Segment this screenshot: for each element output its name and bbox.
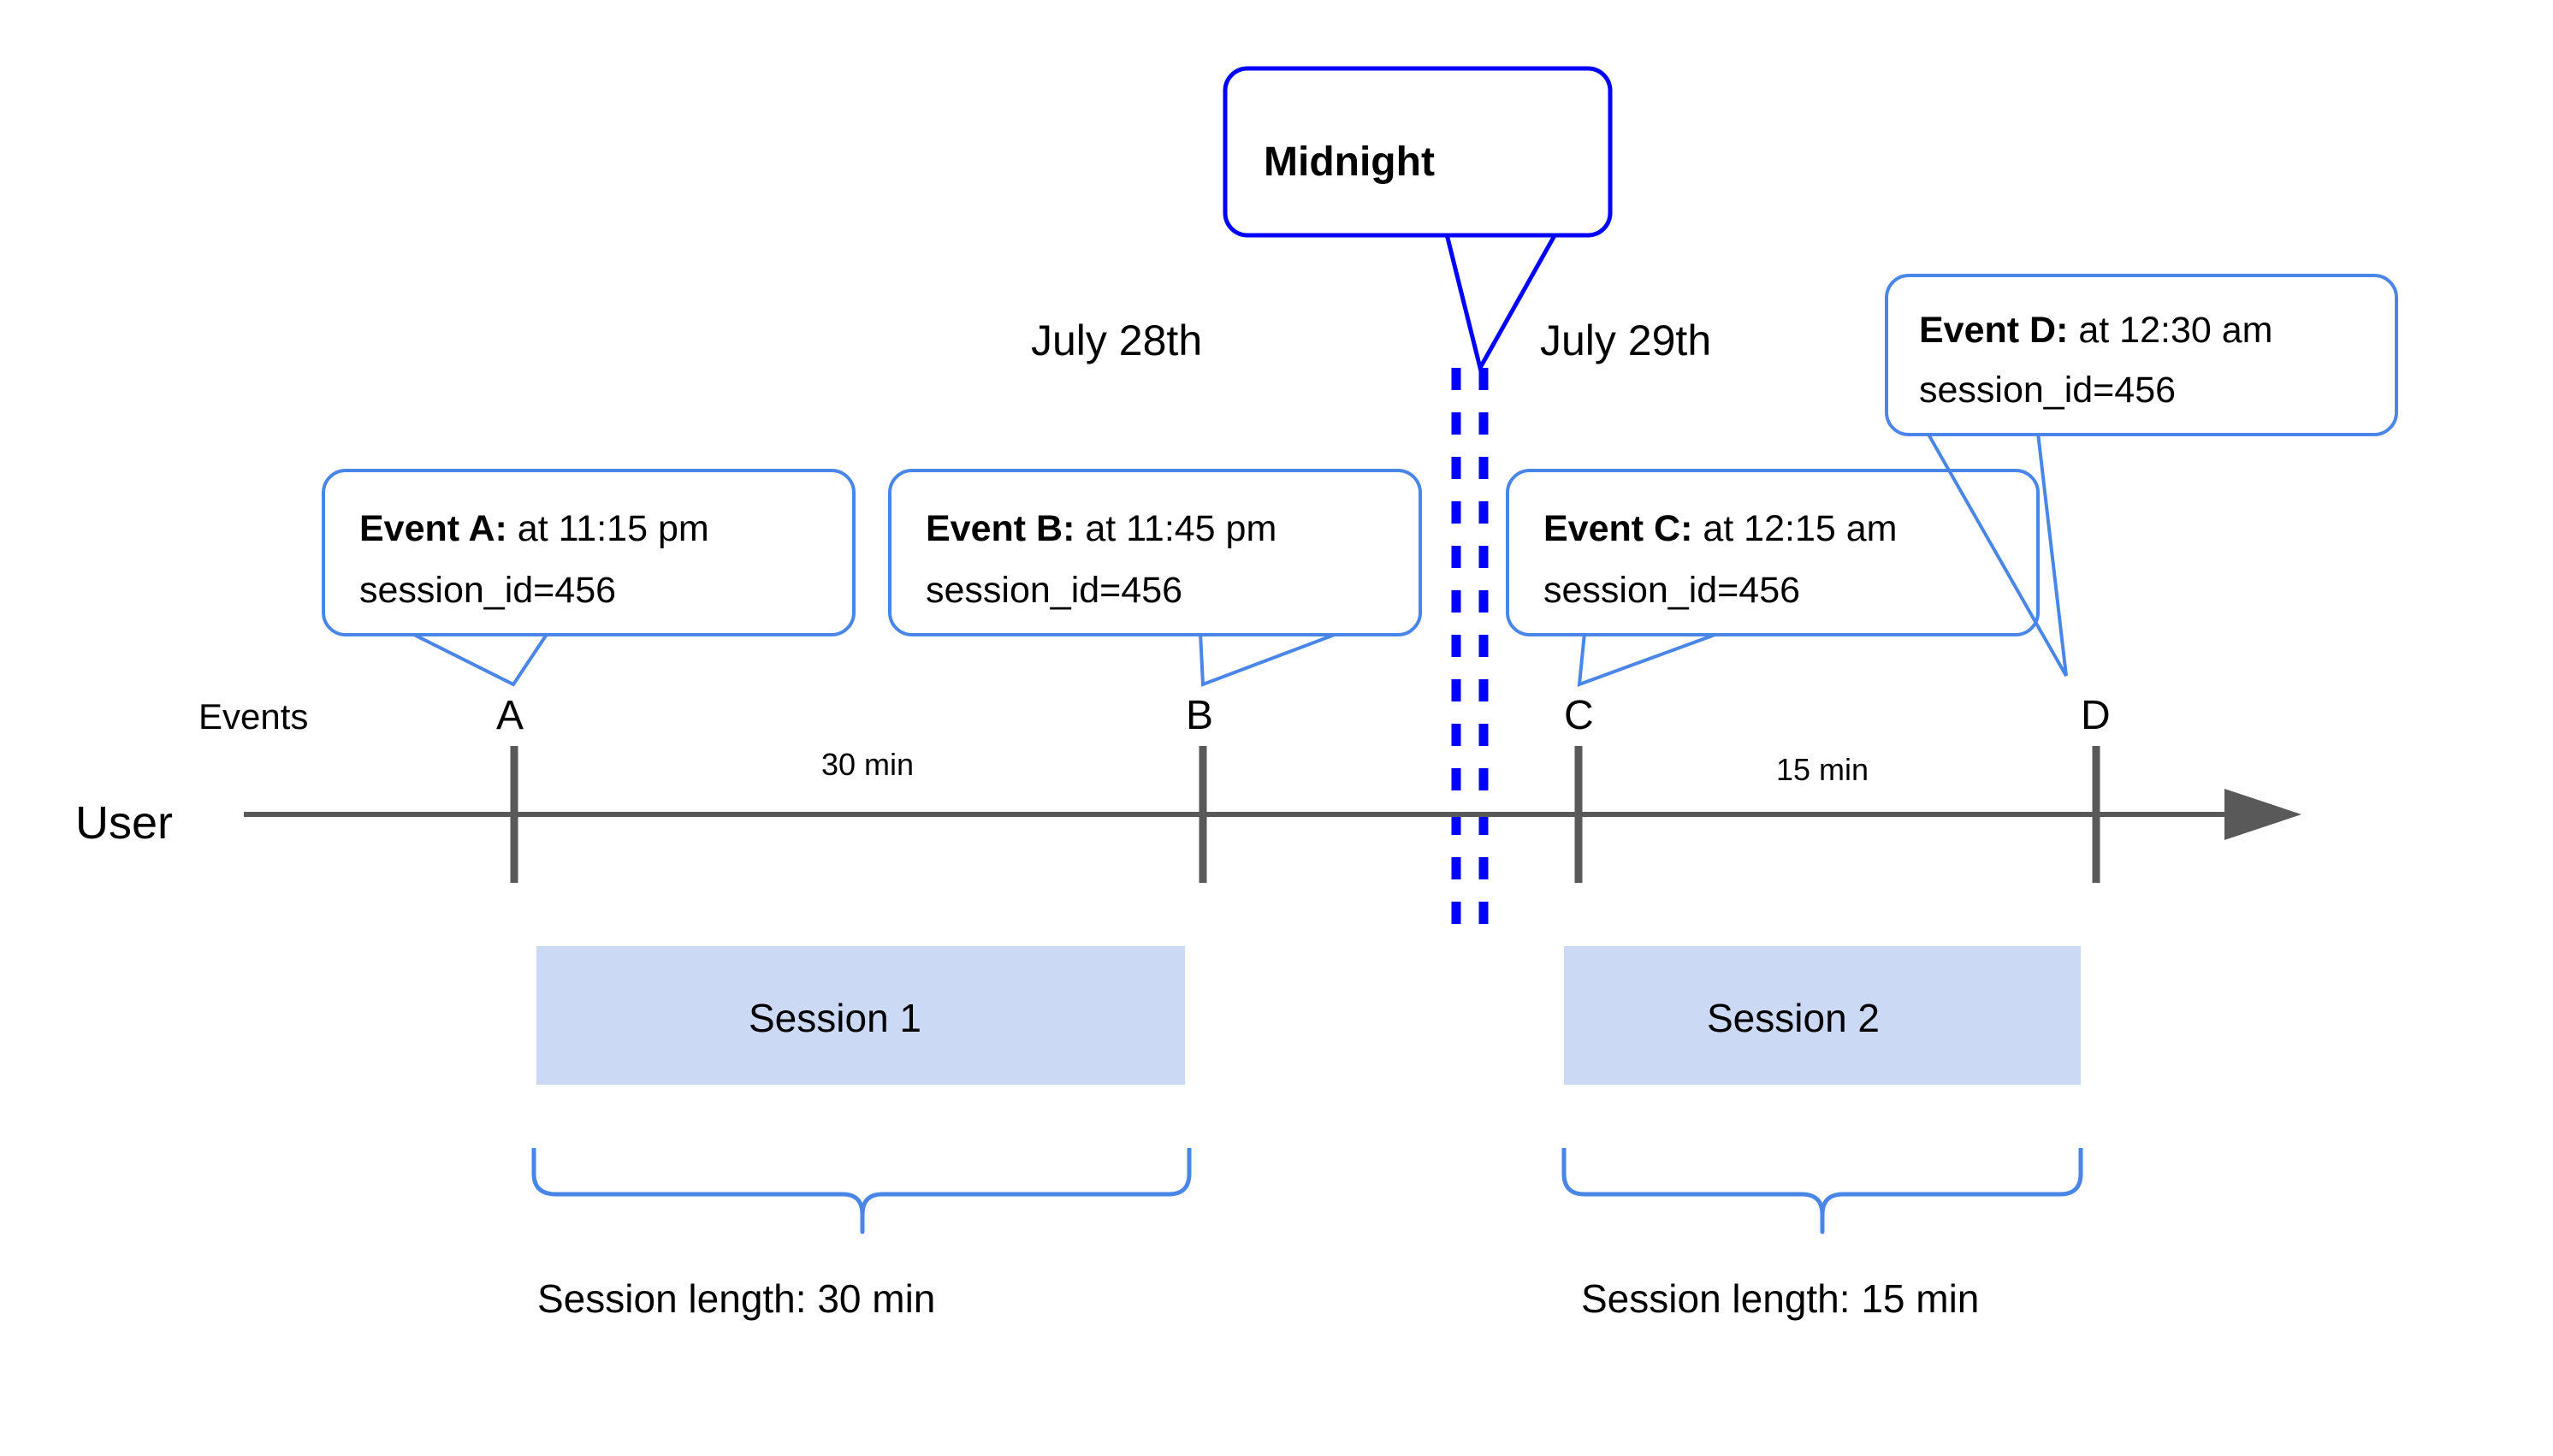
row-label-user: User — [75, 797, 173, 849]
event-callout-a-line1: Event A: at 11:15 pm — [359, 508, 709, 549]
midnight-callout-label: Midnight — [1264, 139, 1435, 185]
event-callout-a-box — [322, 469, 856, 636]
event-callout-b[interactable]: Event B: at 11:45 pm session_id=456 — [888, 469, 1422, 687]
session-2-brace — [1561, 1148, 2083, 1234]
event-callout-d-line1: Event D: at 12:30 am — [1919, 310, 2272, 351]
session-1-length-label: Session length: 30 min — [537, 1276, 935, 1321]
event-letter-d: D — [2081, 693, 2111, 738]
event-d-bold: Event D: — [1919, 310, 2068, 351]
event-callout-d-line2: session_id=456 — [1919, 370, 2176, 411]
event-callout-d-box — [1885, 274, 2398, 436]
event-callout-d-tail — [1926, 432, 2068, 677]
event-callout-c-tail — [1577, 631, 1721, 687]
event-a-time: at 11:15 pm — [507, 508, 709, 549]
event-callout-a[interactable]: Event A: at 11:15 pm session_id=456 — [322, 469, 856, 687]
event-a-bold: Event A: — [359, 508, 507, 549]
session-bar-2-rect — [1564, 946, 2081, 1085]
event-callout-b-tail — [1199, 631, 1340, 687]
event-letter-b: B — [1186, 693, 1213, 738]
session-1-brace — [531, 1148, 1192, 1234]
event-callout-c-line2: session_id=456 — [1543, 570, 1800, 611]
event-callout-b-box — [888, 469, 1422, 636]
event-callout-a-line2: session_id=456 — [359, 570, 616, 611]
session-bar-1[interactable]: Session 1 — [536, 946, 1185, 1085]
event-callout-c[interactable]: Event C: at 12:15 am session_id=456 — [1506, 469, 2040, 687]
midnight-callout[interactable]: Midnight — [1223, 66, 1613, 374]
midnight-boundary-lines — [1451, 368, 1489, 932]
row-label-events: Events — [198, 696, 308, 737]
event-callout-c-line1: Event C: at 12:15 am — [1543, 508, 1897, 549]
event-callout-b-line1: Event B: at 11:45 pm — [926, 508, 1276, 549]
timeline-arrow-icon — [2224, 789, 2301, 840]
event-b-time: at 11:45 pm — [1075, 508, 1276, 549]
event-letter-a: A — [496, 693, 524, 738]
date-label-july-28: July 28th — [1031, 317, 1202, 364]
event-d-time: at 12:30 am — [2068, 310, 2272, 351]
session-bar-2[interactable]: Session 2 — [1564, 946, 2081, 1085]
event-callout-b-line2: session_id=456 — [926, 570, 1182, 611]
event-callout-d[interactable]: Event D: at 12:30 am session_id=456 — [1885, 274, 2398, 677]
gap-label-15min: 15 min — [1776, 752, 1869, 787]
date-label-july-29: July 29th — [1540, 317, 1711, 364]
event-b-bold: Event B: — [926, 508, 1075, 549]
session-bar-2-label: Session 2 — [1707, 996, 1880, 1040]
event-callout-a-tail — [410, 631, 549, 687]
event-letter-c: C — [1564, 693, 1594, 738]
event-c-bold: Event C: — [1543, 508, 1692, 549]
event-c-time: at 12:15 am — [1692, 508, 1897, 549]
session-bar-1-label: Session 1 — [749, 996, 921, 1040]
gap-label-30min: 30 min — [821, 747, 914, 782]
midnight-callout-box — [1223, 66, 1613, 238]
event-callout-c-box — [1506, 469, 2040, 636]
session-bar-1-rect — [536, 946, 1185, 1085]
session-2-length-label: Session length: 15 min — [1581, 1276, 1979, 1321]
timeline-axis — [244, 746, 2301, 883]
